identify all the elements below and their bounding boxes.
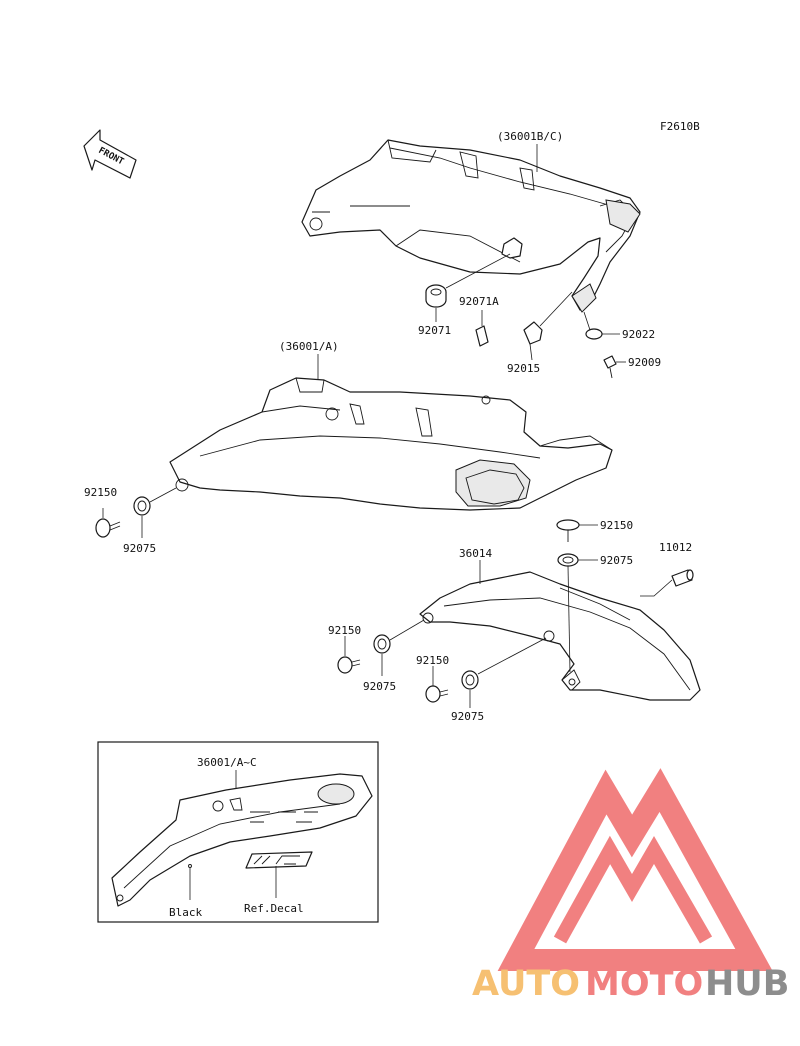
automotohub-watermark: AUTO MOTO HUB [472, 768, 789, 1004]
label-92150-right-top: 92150 [600, 519, 633, 532]
label-92071: 92071 [418, 324, 451, 337]
tail-cover-36014 [419, 571, 701, 701]
bolt-92150-left-icon [95, 518, 121, 538]
label-92022: 92022 [622, 328, 655, 341]
label-92150-low: 92150 [416, 654, 449, 667]
clip-upper-icon [501, 237, 523, 259]
label-92009: 92009 [628, 356, 661, 369]
damper-92075-mid-icon [373, 634, 391, 654]
side-cover-main [169, 377, 613, 511]
label-cover-bc: (36001B/C) [497, 130, 563, 143]
watermark-word-hub: HUB [705, 964, 789, 1004]
bolt-92150-right-top-icon [556, 519, 580, 542]
bolt-92009-icon [603, 355, 617, 379]
bolt-92150-low-icon [425, 685, 449, 703]
label-92075-left: 92075 [123, 542, 156, 555]
diagram-code: F2610B [660, 120, 700, 133]
label-ref-decal: Ref.Decal [244, 902, 304, 915]
watermark-word-auto: AUTO [472, 964, 580, 1004]
bolt-92150-mid-icon [337, 656, 361, 674]
watermark-word-moto: MOTO [585, 964, 703, 1004]
front-arrow-icon: FRONT [83, 129, 137, 179]
side-cover-upper [301, 139, 641, 313]
label-92071a: 92071A [459, 295, 499, 308]
watermark-triangle-icon [497, 768, 773, 971]
label-92075-low: 92075 [451, 710, 484, 723]
label-11012: 11012 [659, 541, 692, 554]
damper-92075-left-icon [133, 496, 151, 516]
damper-92075-low-icon [461, 670, 479, 690]
decal-icon [245, 851, 313, 869]
washer-92022-icon [585, 328, 603, 340]
label-92075-right-top: 92075 [600, 554, 633, 567]
label-black: Black [169, 906, 202, 919]
label-92150-left: 92150 [84, 486, 117, 499]
damper-92075-right-top-icon [557, 553, 579, 567]
label-92075-mid: 92075 [363, 680, 396, 693]
cap-11012-icon [671, 569, 694, 587]
nut-92015-icon [523, 321, 543, 345]
inset-box: 36001/A~C Black Ref.Decal [97, 741, 379, 923]
label-cover-a: (36001/A) [279, 340, 339, 353]
clip-92071a-icon [475, 325, 489, 347]
label-cover-all: 36001/A~C [197, 756, 257, 769]
label-36014: 36014 [459, 547, 492, 560]
watermark-inner-mark-icon [553, 835, 713, 944]
grommet-92071-icon [425, 284, 447, 308]
label-92150-mid: 92150 [328, 624, 361, 637]
label-92015: 92015 [507, 362, 540, 375]
